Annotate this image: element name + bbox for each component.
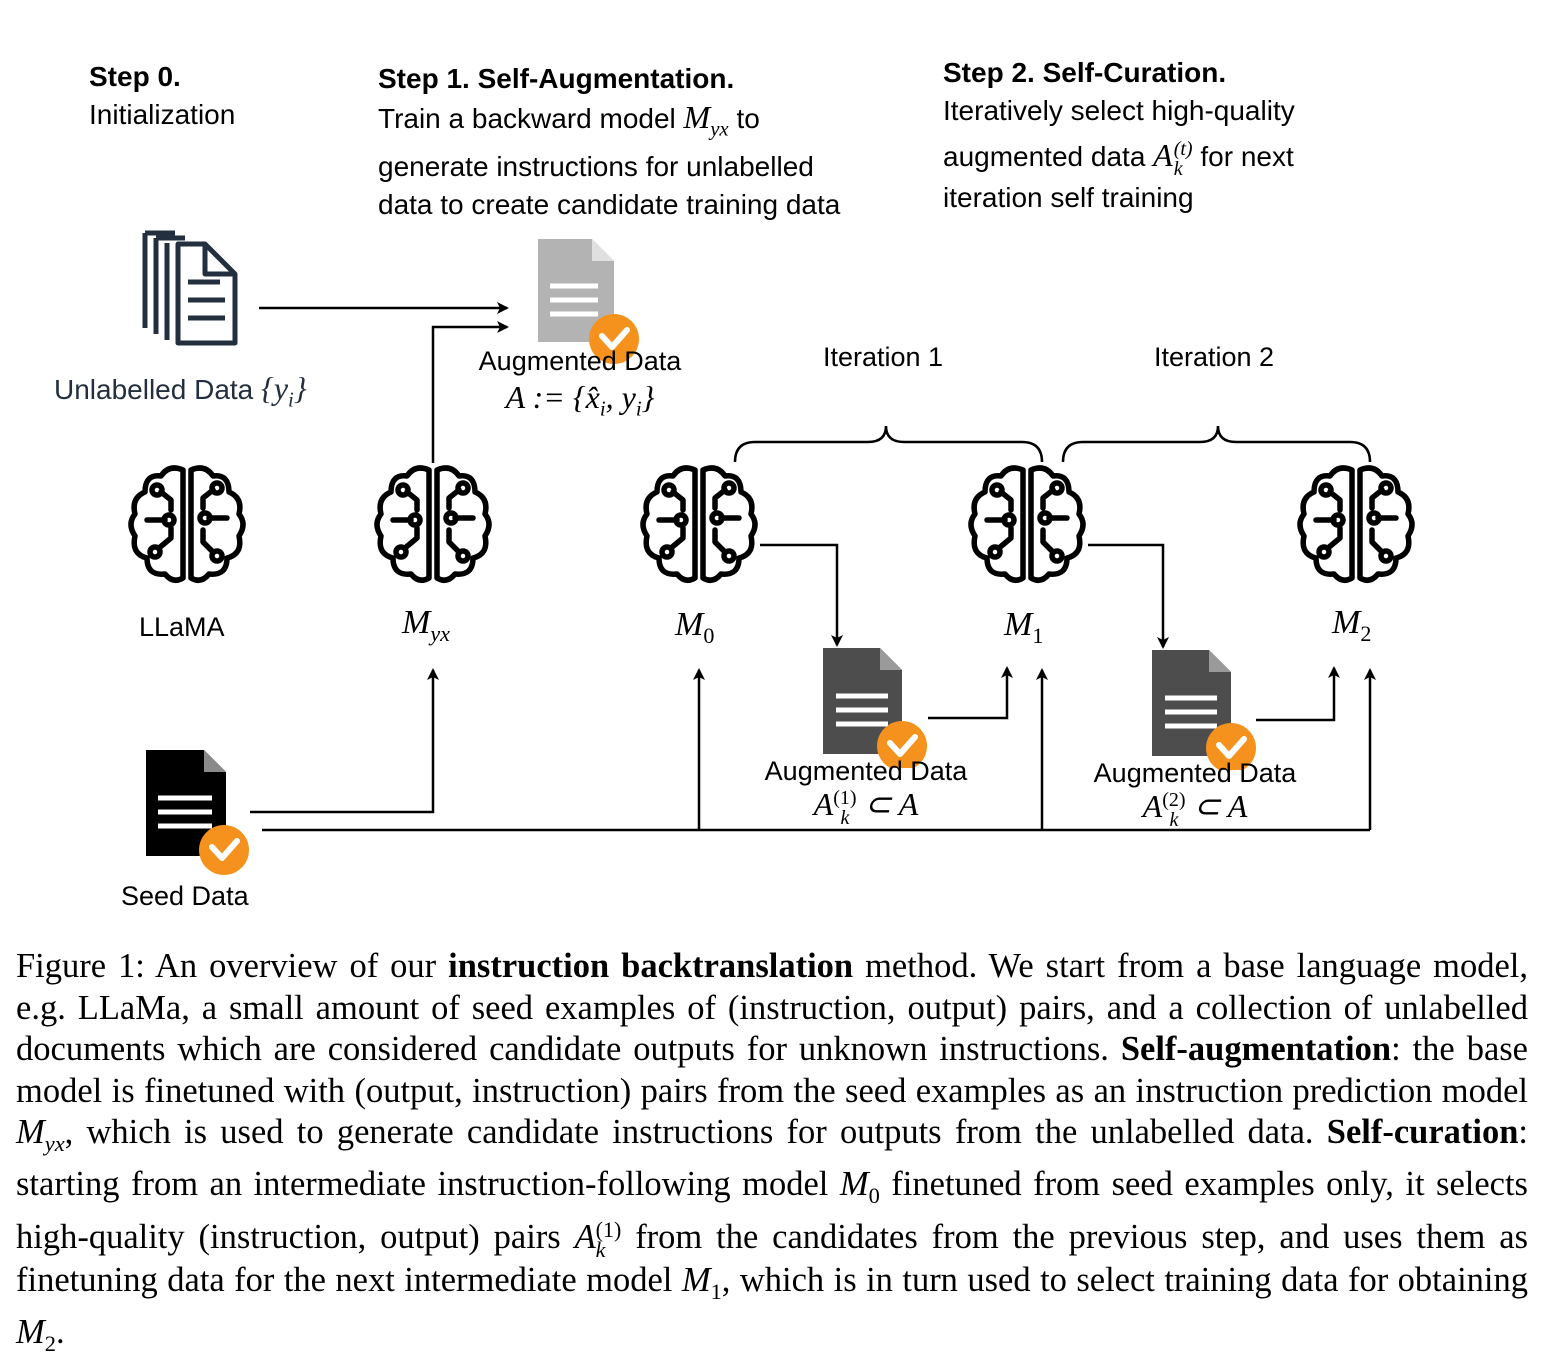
brain-circuit-icon-m1	[965, 462, 1089, 586]
augmented-data-2-label: Augmented Data A(2)k ⊂ A	[1093, 758, 1297, 831]
step2-line2: augmented data A(t)k for next	[943, 137, 1294, 180]
augmented-document-1-icon	[820, 646, 932, 768]
step2-line3: iteration self training	[943, 181, 1194, 213]
arrow-m1-to-aug2	[1088, 543, 1169, 649]
unlabelled-data-label: Unlabelled Data {yi}	[54, 370, 307, 412]
step2-header: Step 2. Self-Curation. Iteratively selec…	[943, 54, 1295, 217]
step1-title: Step 1. Self-Augmentation.	[378, 63, 735, 94]
iteration-1-label: Iteration 1	[823, 342, 944, 372]
m2-label: M2	[1332, 604, 1372, 646]
augmented-document-icon	[534, 236, 644, 366]
arrow-seed-to-myx	[250, 668, 439, 814]
arrow-m0-to-aug1	[760, 543, 843, 647]
arrow-aug2-to-m2	[1256, 666, 1340, 722]
brain-circuit-icon-myx	[371, 462, 495, 586]
arrow-aug1-to-m1	[928, 666, 1013, 720]
brain-circuit-icon-llama	[125, 462, 249, 586]
seed-data-label: Seed Data	[121, 881, 249, 911]
augmented-data-1-label: Augmented Data A(1)k ⊂ A	[764, 756, 968, 829]
step0-text: Initialization	[89, 99, 236, 130]
brain-circuit-icon-m0	[637, 462, 761, 586]
step2-title: Step 2. Self-Curation.	[943, 57, 1227, 88]
step1-header: Step 1. Self-Augmentation. Train a backw…	[378, 60, 840, 224]
m0-label: M0	[675, 606, 715, 648]
augmented-document-2-icon	[1149, 648, 1261, 770]
arrow-myx-to-augmented	[431, 321, 509, 463]
iteration-2-label: Iteration 2	[1154, 342, 1275, 372]
step0-title: Step 0.	[89, 61, 181, 92]
check-badge-icon	[199, 825, 249, 875]
figure-caption: Figure 1: An overview of our instruction…	[16, 947, 1529, 1357]
brain-circuit-icon-m2	[1294, 462, 1418, 586]
step2-line1: Iteratively select high-quality	[943, 95, 1295, 126]
augmented-data-label: Augmented Data A := {x̂i, yi}	[478, 346, 682, 421]
m1-label: M1	[1004, 606, 1044, 648]
check-badge-icon	[877, 721, 927, 768]
brace-iteration-1	[733, 425, 1044, 463]
diagram-connectors	[250, 302, 1376, 832]
check-badge-icon	[1206, 723, 1256, 770]
step1-line3: data to create candidate training data	[378, 189, 841, 221]
check-badge-icon	[589, 314, 639, 364]
seed-document-icon	[144, 748, 256, 878]
step0-header: Step 0. Initialization	[89, 58, 235, 134]
llama-label: LLaMA	[139, 612, 225, 642]
step1-line1: Train a backward model Myx to	[378, 99, 760, 141]
brace-iteration-2	[1061, 425, 1372, 463]
myx-label: Myx	[402, 604, 450, 646]
step1-line2: generate instructions for unlabelled	[378, 151, 814, 183]
document-stack-icon	[140, 230, 240, 348]
